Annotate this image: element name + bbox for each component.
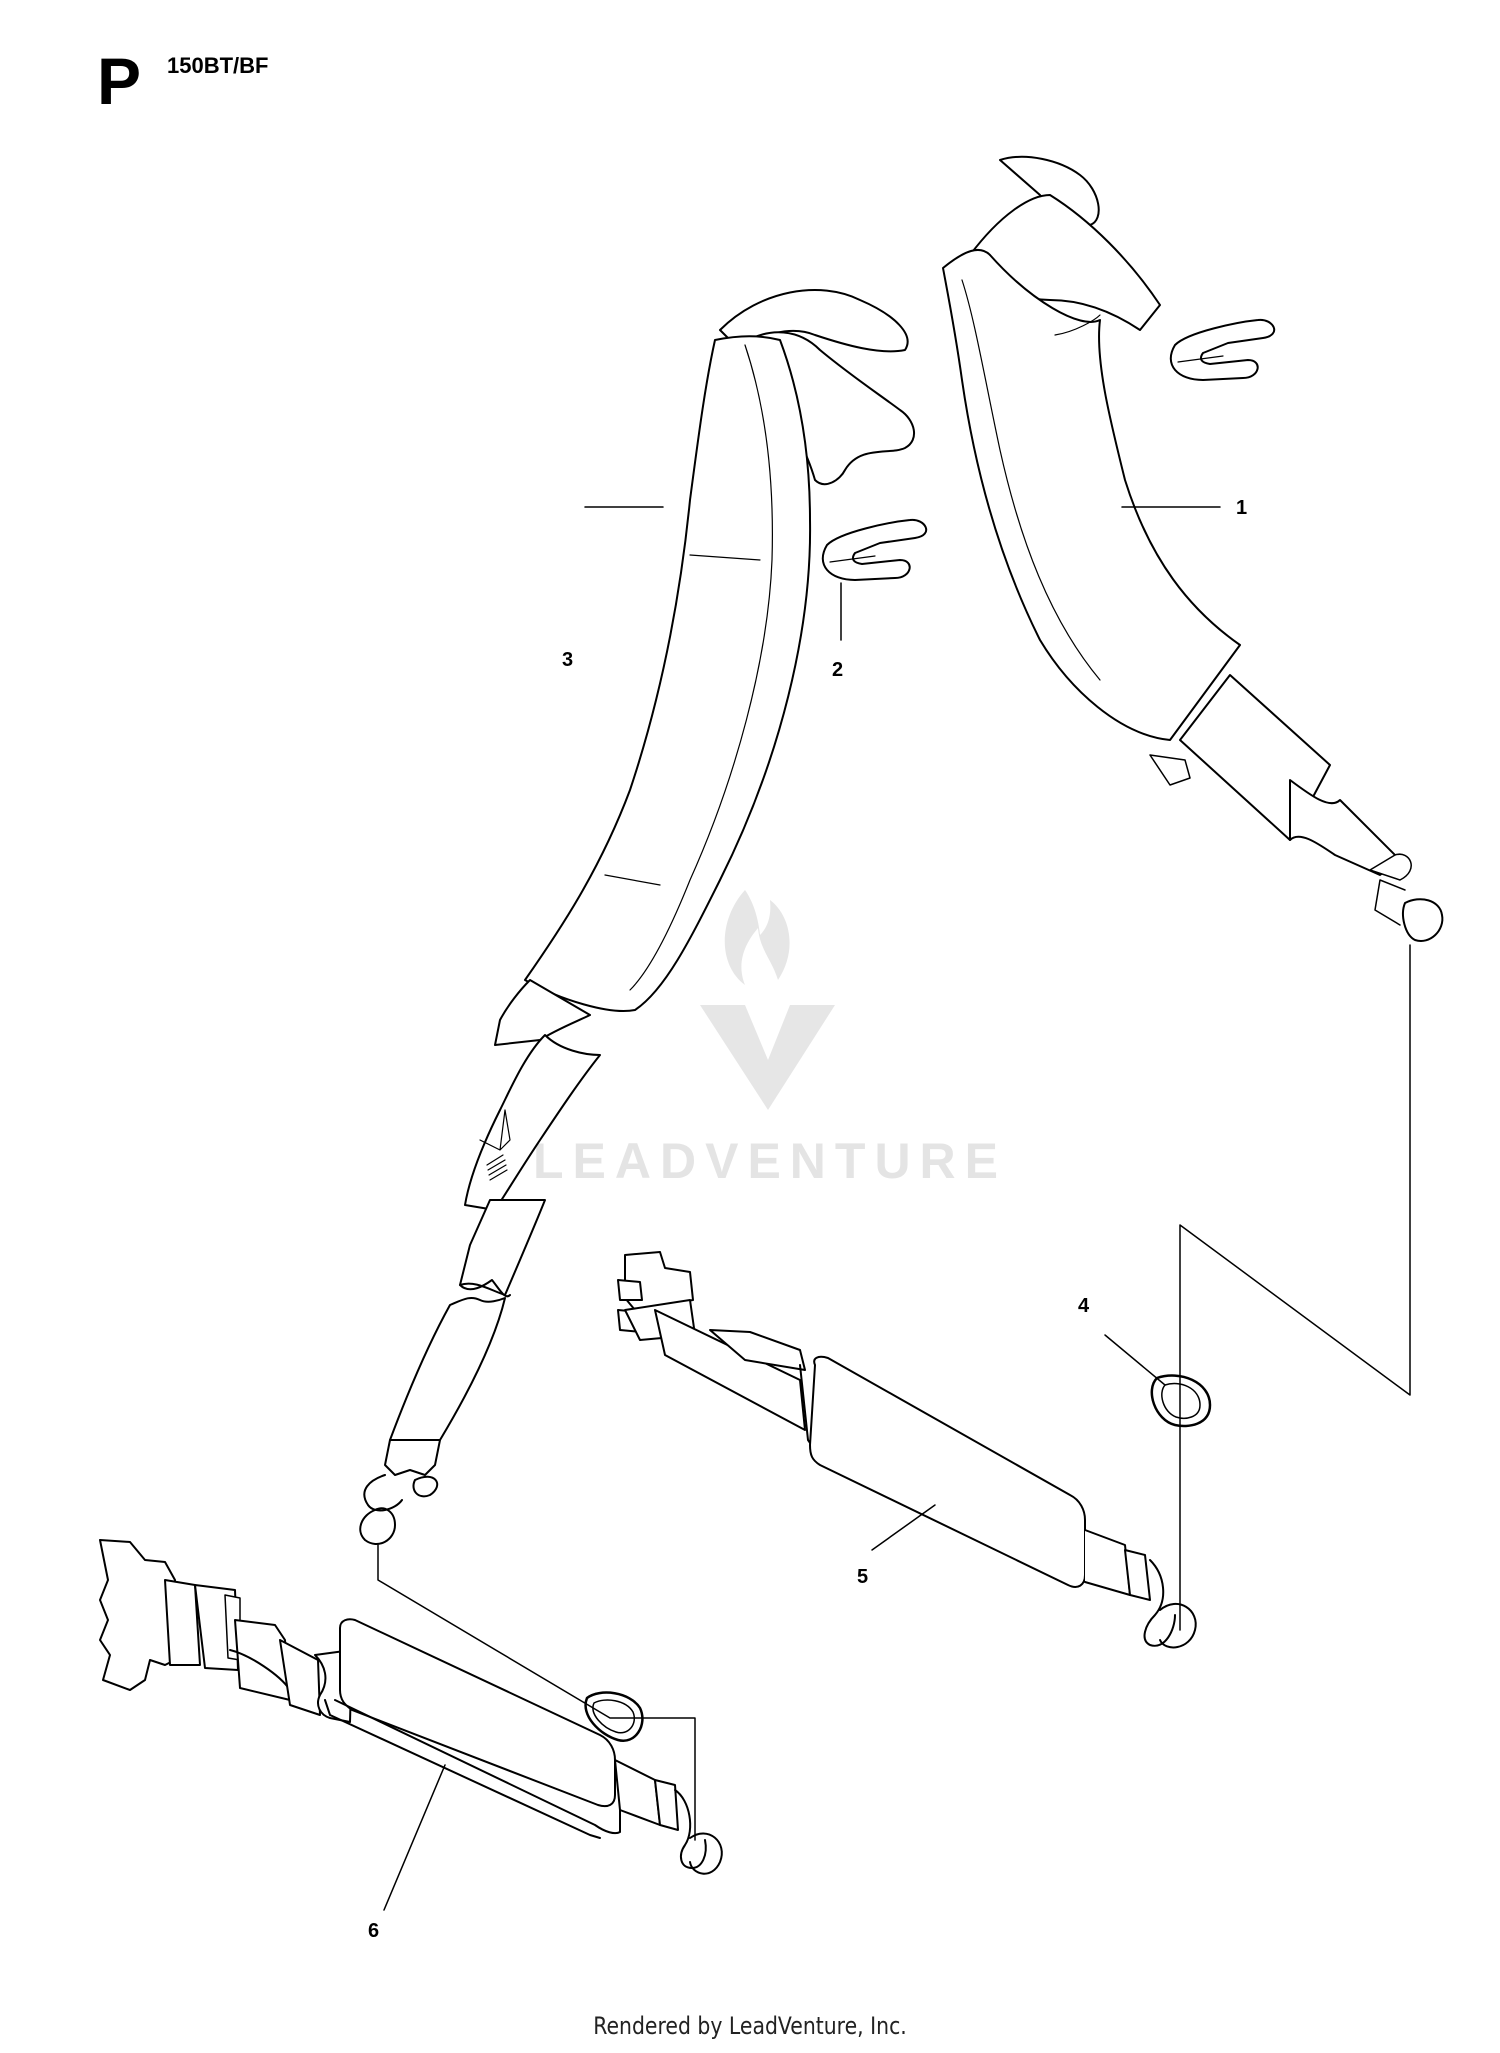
callout-1: 1 bbox=[1236, 497, 1247, 519]
flame-icon bbox=[724, 890, 790, 985]
watermark-text: LEADVENTURE bbox=[533, 1133, 1007, 1189]
part-4-d-ring bbox=[1150, 1374, 1212, 1428]
callout-4: 4 bbox=[1078, 1295, 1090, 1317]
logo-v-mark bbox=[700, 1005, 835, 1110]
watermark: LEADVENTURE bbox=[533, 890, 1007, 1189]
part-3-shoulder-strap-left bbox=[359, 289, 915, 1545]
leader-lines bbox=[377, 506, 1411, 1911]
part-6-waist-pad-left bbox=[99, 1539, 723, 1875]
section-letter: P bbox=[97, 44, 142, 118]
callout-6: 6 bbox=[368, 1920, 379, 1942]
part-1-shoulder-pad-right bbox=[942, 155, 1444, 942]
part-2-strap-clip bbox=[821, 518, 928, 581]
footer-credit: Rendered by LeadVenture, Inc. bbox=[593, 2012, 907, 2040]
callout-5: 5 bbox=[857, 1566, 868, 1588]
strap-clip-right bbox=[1169, 318, 1276, 381]
part-5-waist-pad-right bbox=[617, 1251, 1197, 1649]
d-ring-left bbox=[584, 1691, 644, 1742]
model-number: 150BT/BF bbox=[167, 53, 269, 78]
callout-2: 2 bbox=[832, 659, 843, 681]
callout-3: 3 bbox=[562, 649, 573, 671]
